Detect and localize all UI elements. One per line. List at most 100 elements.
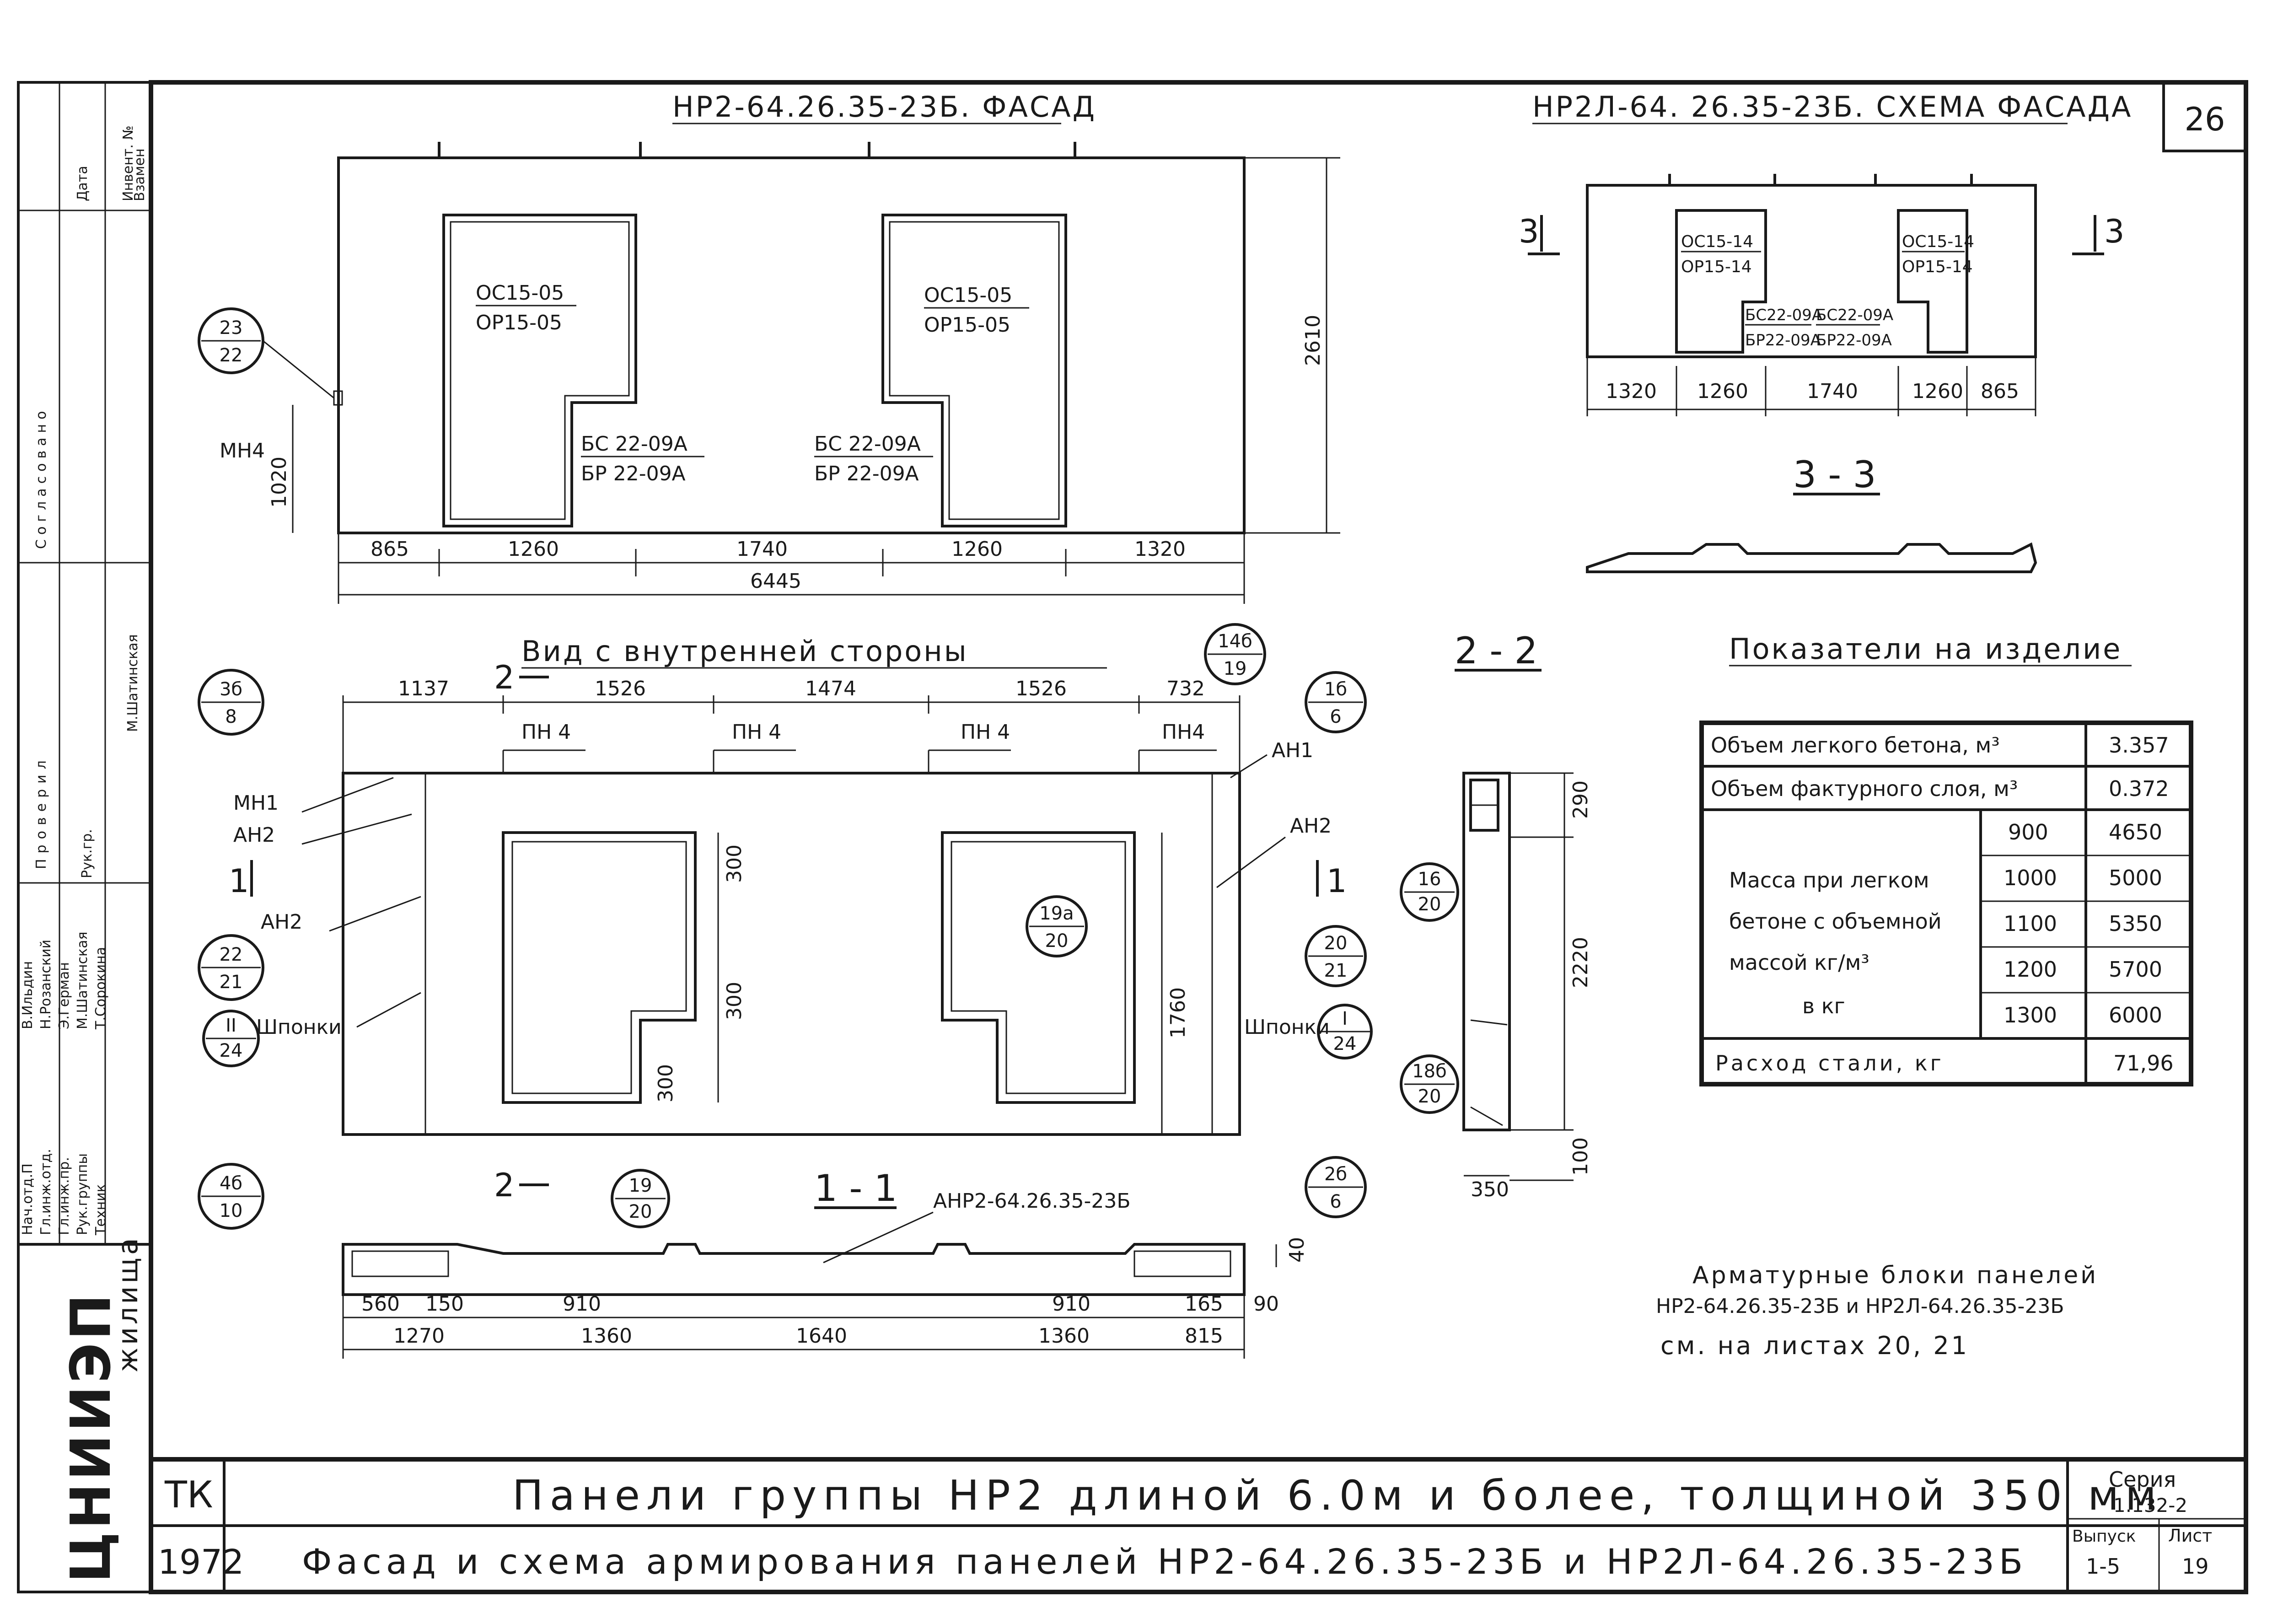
table-steel-value: 71,96 — [2113, 1051, 2174, 1075]
sec22-width: 350 — [1471, 1178, 1509, 1201]
dim-300-c: 300 — [654, 1064, 677, 1102]
bubble-2b-6: 2б 6 — [1305, 1156, 1367, 1218]
section-2-2-title: 2 - 2 — [1455, 629, 1538, 672]
sec22-dim-290: 290 — [1569, 780, 1592, 819]
sec11-bot-1: 1360 — [581, 1324, 632, 1348]
an2-label-c: АН2 — [1290, 814, 1332, 838]
stamp-name-0: В.Ильдин — [20, 961, 36, 1029]
mass-v-4: 6000 — [2109, 1003, 2162, 1027]
mass-v-1: 5000 — [2109, 866, 2162, 890]
svg-text:1б: 1б — [1324, 679, 1347, 700]
opening-2 — [881, 214, 1067, 527]
stamp-name-2: Э.Герман — [56, 962, 72, 1029]
sec11-top-5: 90 — [1253, 1292, 1279, 1316]
scheme-cut-right: 3 — [2104, 213, 2125, 250]
bubble-19a-20: 19а 20 — [1026, 895, 1088, 957]
facade-view: НР2-64.26.35-23Б. ФАСАД ОС15-05 ОР15-05 … — [198, 90, 1340, 604]
cut-1-left: 1 — [229, 862, 249, 900]
sec11-bot-3: 1360 — [1038, 1324, 1090, 1348]
scheme-dim-1: 1260 — [1697, 380, 1748, 403]
bubble-4b-10: 4б 10 — [198, 1163, 264, 1230]
inner-dim-4: 732 — [1166, 677, 1205, 700]
tb-vyp-value: 1-5 — [2086, 1554, 2120, 1579]
scheme-dim-4: 865 — [1981, 380, 2019, 403]
sec11-top-3: 910 — [1052, 1292, 1090, 1316]
section-1-1-label: АНР2-64.26.35-23Б — [933, 1189, 1131, 1213]
svg-text:8: 8 — [225, 706, 236, 727]
sheet-number: 26 — [2184, 101, 2225, 138]
stamp-name-4: Т.Сорокина — [93, 947, 109, 1030]
bubble-II-24: II 24 — [202, 1010, 260, 1067]
scheme-opening-1 — [1675, 209, 1767, 354]
stamp-check: Проверил — [33, 755, 49, 869]
inner-dim-1: 1526 — [595, 677, 646, 700]
an2-label-a: АН2 — [233, 823, 275, 847]
section-2-2-body — [1462, 772, 1511, 1131]
facade-dim-1: 1260 — [508, 538, 559, 561]
inner-dim-3: 1526 — [1015, 677, 1067, 700]
inner-dim-2: 1474 — [805, 677, 856, 700]
dim-1760: 1760 — [1166, 987, 1190, 1038]
svg-text:4б: 4б — [220, 1173, 242, 1194]
bubble-23: 23 — [220, 317, 243, 339]
scheme-w2-bot: ОР15-14 — [1902, 258, 1973, 276]
stamp-col-inv: Инвент. № — [120, 125, 136, 201]
cut-2-bottom: 2 — [494, 1167, 515, 1204]
svg-text:I: I — [1342, 1008, 1348, 1029]
tb-year: 1972 — [158, 1543, 244, 1582]
svg-text:6: 6 — [1330, 1191, 1341, 1212]
svg-text:20: 20 — [1418, 1086, 1441, 1107]
stamp-check-name: М.Шатинская — [125, 634, 141, 732]
tb-list-value: 19 — [2182, 1554, 2209, 1579]
svg-text:14б: 14б — [1218, 631, 1252, 652]
scheme-cut-left: 3 — [1519, 213, 1539, 250]
sec11-bot-0: 1270 — [393, 1324, 445, 1348]
svg-text:19а: 19а — [1039, 903, 1074, 924]
stamp-col-date: Дата — [75, 166, 91, 201]
facade-win2-bot: ОР15-05 — [924, 313, 1010, 337]
sec11-top-4: 165 — [1185, 1292, 1223, 1316]
bubble-I-24: I 24 — [1317, 1004, 1373, 1059]
sec22-dim-2220: 2220 — [1569, 937, 1592, 988]
svg-text:6: 6 — [1330, 706, 1341, 727]
cut-2-top: 2 — [494, 659, 515, 696]
indicators-table: Показатели на изделие Объем легкого бето… — [1699, 632, 2193, 1086]
svg-text:24: 24 — [1333, 1033, 1357, 1054]
table-r2-value: 0.372 — [2109, 776, 2169, 801]
bubble-3b-8: 3б 8 — [198, 669, 264, 736]
opening-1 — [442, 214, 637, 527]
sec11-bot-2: 1640 — [796, 1324, 847, 1348]
stamp-role-2: Гл.инж.пр. — [56, 1157, 72, 1235]
svg-text:16: 16 — [1418, 869, 1441, 890]
scheme-dim-3: 1260 — [1912, 380, 1963, 403]
facade-win2-top: ОС15-05 — [924, 284, 1012, 307]
svg-text:24: 24 — [220, 1040, 243, 1061]
bubble-18b-20: 18б 20 — [1400, 1054, 1459, 1114]
scheme-d1-bot: БР22-09А — [1745, 331, 1821, 350]
scheme-w1-top: ОС15-14 — [1681, 232, 1753, 251]
bubble-16-20: 16 20 — [1400, 862, 1459, 922]
sec11-d40: 40 — [1285, 1237, 1309, 1263]
agreed-label: Согласовано — [33, 406, 49, 549]
mass-label-0: Масса при легком — [1729, 868, 1929, 893]
scheme-d1-top: БС22-09А — [1745, 306, 1822, 324]
stamp-check-role: Рук.гр. — [79, 829, 95, 878]
inner-title: Вид с внутренней стороны — [521, 635, 968, 668]
mass-d-1: 1000 — [2004, 866, 2057, 890]
bubble-22: 22 — [220, 345, 243, 366]
facade-door2-bot: БР 22-09А — [814, 462, 919, 485]
facade-door1-top: БС 22-09А — [581, 432, 688, 456]
tb-line-1: Панели группы НР2 длиной 6.0м и более, т… — [512, 1472, 2163, 1520]
sheet-number-box — [2162, 81, 2247, 152]
pn-label-0: ПН 4 — [521, 721, 571, 744]
tb-vyp-label: Выпуск — [2072, 1527, 2136, 1546]
scheme-outline — [1586, 184, 2037, 358]
scheme-d2-bot: БР22-09А — [1816, 331, 1892, 350]
left-stamp: Согласовано Дата Инвент. № Взамен Провер… — [17, 81, 152, 1593]
stamp-org2: жилища — [112, 1235, 144, 1372]
facade-dim-4: 1320 — [1134, 538, 1186, 561]
sec22-dim-100: 100 — [1569, 1137, 1592, 1176]
note-line-2: НР2-64.26.35-23Б и НР2Л-64.26.35-23Б — [1656, 1295, 2064, 1318]
facade-door2-top: БС 22-09А — [814, 432, 921, 456]
section-3-3-title: 3 - 3 — [1793, 453, 1876, 496]
